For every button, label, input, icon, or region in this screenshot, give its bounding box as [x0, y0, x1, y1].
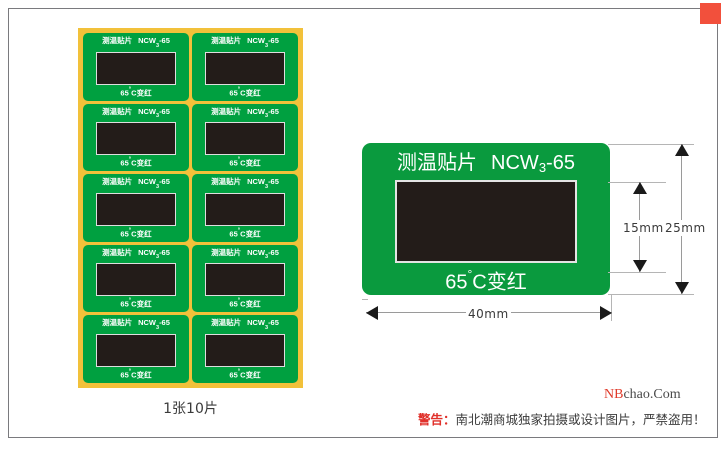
sticker-body: 测温贴片 NCW3-65 65°C变红 — [362, 143, 610, 295]
arrow-right-icon — [600, 306, 612, 320]
mini-sticker-brand-label: 测温贴片 — [211, 177, 242, 187]
arrow-up-icon — [633, 182, 647, 194]
mini-sticker: 测温贴片 NCW3-65 65°C变红 — [192, 244, 298, 313]
mini-sticker-model-label: NCW3-65 — [247, 247, 279, 261]
copyright-warning: 警告：南北潮商城独家拍摄或设计图片，严禁盗用！ — [418, 409, 706, 428]
mini-sticker-brand-label: 测温贴片 — [211, 36, 242, 45]
warning-prefix: 警告： — [418, 412, 456, 427]
mini-sticker-temperature-label: 65°C变红 — [229, 157, 261, 168]
mini-sticker-model-label: NCW3-65 — [247, 106, 279, 120]
mini-sticker-header: 测温贴片 NCW3-65 — [87, 248, 185, 262]
sticker-temperature-label: 65°C变红 — [445, 267, 527, 294]
mini-sticker-header: 测温贴片 NCW3-65 — [87, 177, 185, 191]
mini-sticker-model-label: NCW3-65 — [138, 318, 170, 331]
extension-line-left-bottom — [362, 299, 368, 300]
mini-sticker-model-label: NCW3-65 — [138, 36, 170, 49]
mini-sticker: 测温贴片 NCW3-65 65°C变红 — [192, 315, 298, 383]
mini-sticker-temperature-label: 65°C变红 — [120, 86, 152, 98]
mini-thermochromic-window — [96, 263, 176, 297]
mini-thermochromic-window — [96, 333, 176, 367]
dimension-label-15mm: 15mm — [621, 220, 666, 236]
mini-thermochromic-window — [96, 122, 176, 156]
mini-sticker-temperature-label: 65°C变红 — [229, 86, 261, 98]
mini-sticker-header: 测温贴片 NCW3-65 — [196, 36, 294, 50]
dimension-height-outer — [672, 144, 692, 294]
mini-sticker: 测温贴片 NCW3-65 65°C变红 — [83, 315, 189, 383]
mini-sticker-brand-label: 测温贴片 — [102, 247, 133, 257]
arrow-down-icon — [675, 282, 689, 294]
sticker-model-label: NCW3-65 — [491, 152, 575, 175]
mini-sticker: 测温贴片 NCW3-65 65°C变红 — [83, 174, 189, 242]
mini-sticker: 测温贴片 NCW3-65 65°C变红 — [192, 33, 298, 101]
mini-thermochromic-window — [205, 192, 285, 226]
mini-thermochromic-window — [205, 51, 285, 85]
mini-thermochromic-window — [96, 51, 176, 85]
sticker-header: 测温贴片 NCW3-65 — [397, 151, 575, 177]
mini-sticker-model-label: NCW3-65 — [138, 177, 170, 190]
mini-sticker: 测温贴片 NCW3-65 65°C变红 — [83, 103, 189, 172]
mini-sticker-brand-label: 测温贴片 — [102, 177, 133, 187]
mini-sticker-header: 测温贴片 NCW3-65 — [87, 36, 185, 50]
sticker-brand-label: 测温贴片 — [397, 152, 478, 174]
mini-thermochromic-window — [205, 333, 285, 367]
mini-thermochromic-window — [96, 192, 176, 226]
warning-text: 南北潮商城独家拍摄或设计图片，严禁盗用！ — [455, 412, 706, 427]
mini-sticker-header: 测温贴片 NCW3-65 — [196, 177, 294, 191]
mini-sticker-temperature-label: 65°C变红 — [120, 368, 152, 380]
mini-sticker-brand-label: 测温贴片 — [102, 318, 133, 328]
mini-sticker-brand-label: 测温贴片 — [102, 106, 133, 116]
mini-sticker-model-label: NCW3-65 — [247, 177, 279, 190]
mini-sticker-header: 测温贴片 NCW3-65 — [196, 318, 294, 332]
mini-sticker-temperature-label: 65°C变红 — [229, 368, 261, 380]
mini-sticker-header: 测温贴片 NCW3-65 — [87, 318, 185, 332]
dimension-label-25mm: 25mm — [663, 220, 708, 236]
arrow-up-icon — [675, 144, 689, 156]
mini-sticker-temperature-label: 65°C变红 — [120, 298, 152, 309]
mini-thermochromic-window — [205, 263, 285, 297]
dimension-shaft — [681, 144, 682, 294]
extension-line-window-bottom — [608, 272, 666, 273]
extension-line-bottom — [608, 294, 694, 295]
watermark: NBchao.Com — [604, 387, 681, 403]
arrow-down-icon — [633, 260, 647, 272]
mini-sticker: 测温贴片 NCW3-65 65°C变红 — [192, 103, 298, 172]
mini-sticker-brand-label: 测温贴片 — [211, 106, 242, 116]
mini-sticker-header: 测温贴片 NCW3-65 — [196, 248, 294, 262]
extension-line-top — [608, 144, 694, 145]
mini-thermochromic-window — [205, 122, 285, 156]
mini-sticker-model-label: NCW3-65 — [247, 318, 279, 331]
watermark-suffix: chao.Com — [623, 387, 681, 402]
mini-sticker: 测温贴片 NCW3-65 65°C变红 — [83, 33, 189, 101]
corner-marker-icon — [700, 3, 721, 24]
mini-sticker-brand-label: 测温贴片 — [102, 36, 133, 45]
mini-sticker: 测温贴片 NCW3-65 65°C变红 — [192, 174, 298, 242]
mini-sticker-brand-label: 测温贴片 — [211, 318, 242, 328]
sheet-caption: 1张10片 — [163, 401, 218, 417]
mini-sticker-temperature-label: 65°C变红 — [229, 298, 261, 309]
mini-sticker-header: 测温贴片 NCW3-65 — [87, 107, 185, 121]
dimension-label-40mm: 40mm — [466, 306, 511, 322]
watermark-prefix: NB — [604, 387, 624, 402]
mini-sticker-model-label: NCW3-65 — [138, 247, 170, 261]
mini-sticker-temperature-label: 65°C变红 — [120, 227, 152, 239]
arrow-left-icon — [366, 306, 378, 320]
mini-sticker-temperature-label: 65°C变红 — [229, 227, 261, 239]
enlarged-sticker: 测温贴片 NCW3-65 65°C变红 — [362, 143, 610, 295]
thermochromic-window — [395, 180, 577, 264]
mini-sticker-brand-label: 测温贴片 — [211, 247, 242, 257]
mini-sticker-header: 测温贴片 NCW3-65 — [196, 107, 294, 121]
mini-sticker-model-label: NCW3-65 — [138, 106, 170, 120]
mini-sticker: 测温贴片 NCW3-65 65°C变红 — [83, 244, 189, 313]
mini-sticker-temperature-label: 65°C变红 — [120, 157, 152, 168]
mini-sticker-model-label: NCW3-65 — [247, 36, 279, 49]
